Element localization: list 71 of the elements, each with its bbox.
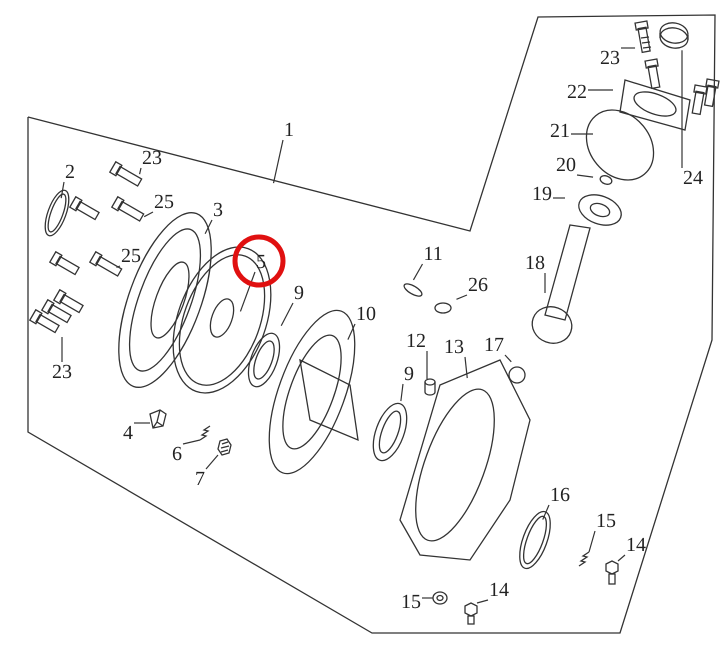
callout-number: 10 (355, 304, 377, 324)
callout-number: 6 (171, 444, 183, 464)
callout-number: 7 (194, 469, 206, 489)
leader-line (400, 384, 404, 402)
leader-line (588, 89, 613, 91)
leader-line (61, 337, 63, 362)
callout-number: 24 (682, 168, 704, 188)
leader-line (60, 182, 65, 198)
leader-line (204, 220, 213, 234)
callout-number: 11 (422, 244, 444, 264)
callout-number: 23 (141, 148, 163, 168)
leader-line (412, 264, 424, 280)
leader-line (618, 554, 626, 562)
callout-number: 23 (599, 48, 621, 68)
callout-number: 20 (555, 155, 577, 175)
leader-line (139, 168, 142, 174)
bolt-drawing (464, 602, 478, 625)
callout-number: 4 (122, 423, 134, 443)
callout-number: 26 (467, 275, 489, 295)
callout-number: 22 (566, 82, 588, 102)
callout-number: 15 (595, 511, 617, 531)
callout-number: 17 (483, 335, 505, 355)
leader-line (240, 272, 256, 312)
callout-number: 19 (531, 184, 553, 204)
bolt-drawing (634, 20, 652, 54)
leader-line (182, 439, 200, 445)
leader-line (542, 504, 550, 520)
callout-number: 13 (443, 337, 465, 357)
leader-line (206, 454, 218, 470)
leader-line (280, 302, 294, 326)
callout-number: 1 (283, 120, 295, 140)
leader-line (553, 197, 565, 199)
cap-drawing (659, 22, 689, 49)
callout-number: 25 (120, 246, 142, 266)
spring-drawing (578, 551, 590, 567)
leader-line (456, 294, 468, 300)
leader-line (476, 599, 488, 604)
callout-number: 9 (293, 283, 305, 303)
callout-number: 23 (51, 362, 73, 382)
callout-number: 16 (549, 485, 571, 505)
callout-number: 21 (549, 121, 571, 141)
callout-number: 14 (488, 580, 510, 600)
leader-line (681, 50, 683, 168)
leader-line (144, 211, 154, 218)
plug-drawing (424, 378, 436, 396)
leader-line (272, 140, 284, 184)
callout-number: 15 (400, 592, 422, 612)
leader-line (134, 422, 150, 424)
leader-line (588, 530, 596, 552)
leader-line (571, 133, 593, 135)
callout-number: 3 (212, 200, 224, 220)
callout-number: 2 (64, 162, 76, 182)
leader-line (544, 273, 546, 293)
leader-line (621, 47, 636, 49)
leader-line (504, 354, 512, 362)
leader-line (422, 597, 433, 599)
leader-line (464, 356, 468, 378)
leader-line (116, 265, 120, 268)
callout-number: 25 (153, 192, 175, 212)
callout-number: 12 (405, 331, 427, 351)
nut-drawing (217, 438, 232, 456)
callout-number: 14 (625, 535, 647, 555)
leader-line (347, 324, 356, 340)
bolt-drawing (605, 560, 619, 585)
callout-number: 18 (524, 253, 546, 273)
leader-line (576, 174, 594, 178)
washer-drawing (432, 591, 448, 605)
spring-drawing (200, 425, 210, 441)
callout-number: 9 (403, 364, 415, 384)
block-drawing (149, 409, 167, 429)
leader-line (426, 351, 428, 379)
